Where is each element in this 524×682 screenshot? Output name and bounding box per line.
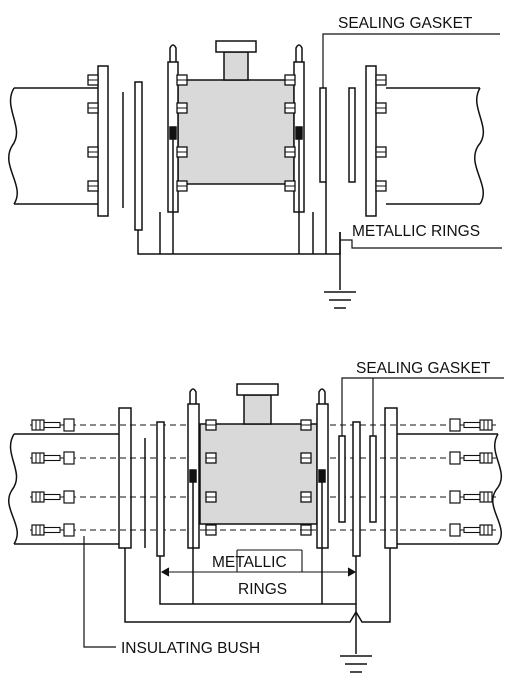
ground-lug-right	[295, 44, 303, 212]
meter-body	[177, 79, 295, 185]
bottom-diagram	[8, 377, 504, 673]
left-metallic-ring	[134, 81, 143, 231]
meter-neck	[223, 51, 249, 81]
left-metallic-ring-bottom	[156, 421, 165, 557]
left-pipe	[8, 87, 98, 205]
top-diagram	[8, 33, 502, 309]
insulating-bolts-left	[31, 418, 75, 537]
left-pipe-flange	[97, 65, 109, 217]
label-sealing-gasket-top: SEALING GASKET	[338, 15, 473, 32]
metallic-rings-leader-top	[340, 239, 502, 249]
ground-symbol-bottom	[340, 655, 372, 673]
right-pipe-bottom	[397, 433, 503, 545]
meter-body-bottom	[199, 423, 318, 525]
ground-wiring	[137, 182, 341, 290]
sealing-gasket-leader-bottom	[341, 377, 504, 436]
sealing-gasket-leader-top	[322, 33, 500, 88]
left-pipe-bottom	[8, 433, 119, 545]
insulating-bolts-right	[449, 418, 493, 537]
right-sealing-gasket-bottom	[369, 435, 377, 523]
label-metallic-rings-top: METALLIC RINGS	[352, 223, 480, 240]
right-sealing-gasket	[348, 87, 356, 183]
insulating-bush-leader	[83, 536, 116, 648]
label-insulating-bush: INSULATING BUSH	[121, 640, 260, 657]
left-flange-nuts	[87, 74, 99, 192]
ground-lug-right-bottom	[318, 388, 326, 548]
right-metallic-ring-long-bottom	[352, 421, 361, 557]
right-pipe-flange-bottom	[384, 407, 398, 549]
ground-wiring-bottom	[124, 548, 391, 654]
right-metallic-ring	[319, 87, 327, 183]
right-pipe	[386, 87, 485, 205]
metallic-rings-dimension	[160, 549, 357, 577]
ground-symbol-top	[324, 291, 356, 309]
left-pipe-flange-bottom	[118, 407, 132, 549]
ground-lug-left	[169, 44, 177, 212]
ground-lug-left-bottom	[189, 388, 197, 548]
right-flange-nuts	[375, 74, 387, 192]
label-sealing-gasket-bottom: SEALING GASKET	[356, 360, 491, 377]
label-metallic: METALLIC	[212, 554, 287, 571]
meter-top-cap-bottom	[236, 383, 279, 396]
right-pipe-flange	[365, 65, 377, 217]
label-rings: RINGS	[238, 581, 287, 598]
meter-neck-bottom	[243, 394, 272, 425]
right-metallic-ring-bottom	[338, 435, 346, 523]
meter-top-cap	[215, 40, 257, 53]
